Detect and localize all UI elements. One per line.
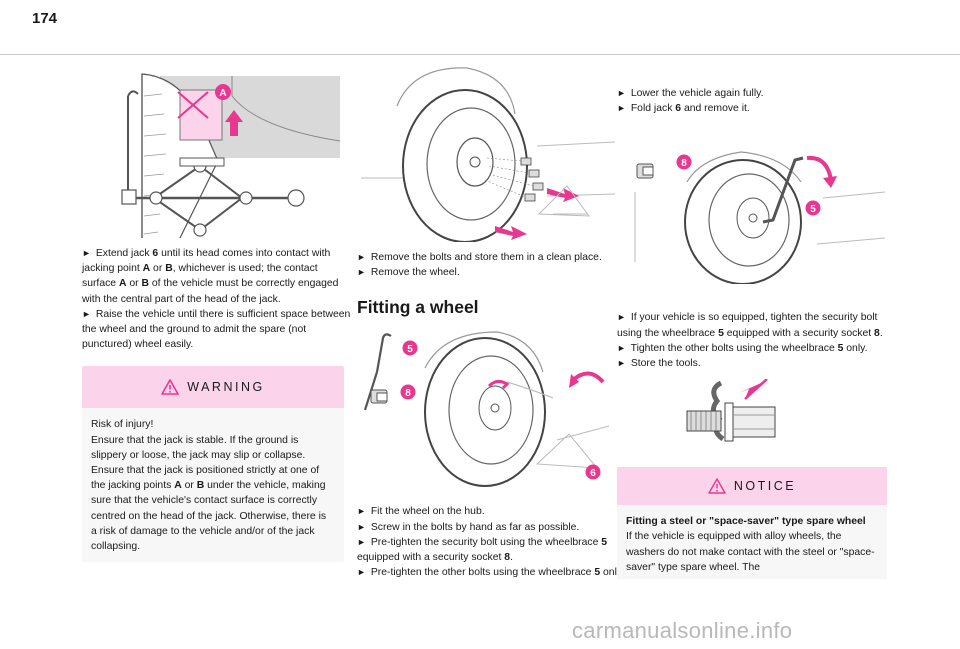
- instruction-pretighten-other: ► Pre-tighten the other bolts using the …: [357, 567, 625, 579]
- jack-under-car-illustration: A: [121, 73, 341, 238]
- instruction-remove-bolts: ► Remove the bolts and store them in a c…: [357, 252, 602, 263]
- instruction-lower-vehicle: ► Lower the vehicle again fully.: [617, 88, 764, 99]
- security-bolt-illustration: [686, 379, 776, 442]
- right-instructions-2: ► If your vehicle is so equipped, tighte…: [617, 310, 887, 371]
- left-instructions: ► Extend jack 6 until its head comes int…: [82, 246, 354, 352]
- fitting-wheel-illustration: 5 8 6: [363, 331, 610, 488]
- notice-header: NOTICE: [617, 467, 887, 506]
- instruction-extend-jack: ► Extend jack 6 until its head comes int…: [82, 248, 339, 305]
- warning-line: Ensure that the jack is stable. If the g…: [91, 434, 306, 461]
- figure-label-5: 5: [407, 344, 413, 355]
- instruction-fit-wheel: ► Fit the wheel on the hub.: [357, 506, 485, 518]
- figure-label-6: 6: [590, 468, 596, 479]
- warning-triangle-icon: [708, 478, 726, 494]
- warning-box: WARNING Risk of injury! Ensure that the …: [82, 366, 344, 563]
- instruction-fold-jack: ► Fold jack 6 and remove it.: [617, 103, 750, 115]
- instruction-tighten-other: ► Tighten the other bolts using the whee…: [617, 342, 868, 354]
- instruction-pretighten-security: ► Pre-tighten the security bolt using th…: [357, 536, 608, 564]
- instruction-remove-wheel: ► Remove the wheel.: [357, 267, 460, 279]
- figure-label-8: 8: [405, 388, 411, 399]
- section-heading: Fitting a wheel: [357, 297, 479, 318]
- notice-body: Fitting a steel or "space-saver" type sp…: [617, 505, 887, 579]
- left-column: A ► Extend jack 6 until its head comes i…: [82, 66, 354, 563]
- warning-body: Risk of injury! Ensure that the jack is …: [82, 408, 344, 562]
- instruction-screw-bolts: ► Screw in the bolts by hand as far as p…: [357, 521, 580, 533]
- warning-title: WARNING: [187, 380, 265, 395]
- notice-title: NOTICE: [733, 479, 797, 494]
- right-instructions: ► Lower the vehicle again fully. ► Fold …: [617, 86, 887, 116]
- figure-label-5: 5: [810, 204, 816, 215]
- header-rule: [0, 54, 960, 55]
- middle-column: ► Remove the bolts and store them in a c…: [357, 66, 629, 580]
- notice-box: NOTICE Fitting a steel or "space-saver" …: [617, 467, 887, 580]
- instruction-raise-vehicle: ► Raise the vehicle until there is suffi…: [82, 308, 351, 351]
- warning-triangle-icon: [161, 379, 180, 396]
- notice-heading: Fitting a steel or "space-saver" type sp…: [626, 516, 866, 528]
- right-column: ► Lower the vehicle again fully. ► Fold …: [617, 86, 887, 580]
- figure-label-A: A: [219, 88, 226, 99]
- warning-line: Risk of injury!: [91, 419, 154, 431]
- watermark: carmanualsonline.info: [572, 618, 793, 643]
- instruction-store-tools: ► Store the tools.: [617, 358, 701, 370]
- notice-text: If the vehicle is equipped with alloy wh…: [626, 531, 875, 573]
- instruction-tighten-security: ► If your vehicle is so equipped, tighte…: [617, 312, 883, 339]
- middle-instructions: ► Remove the bolts and store them in a c…: [357, 250, 629, 280]
- warning-header: WARNING: [82, 366, 344, 409]
- warning-line: Ensure that the jack is positioned stric…: [91, 465, 327, 553]
- remove-bolts-illustration: [361, 67, 616, 242]
- middle-instructions-2: ► Fit the wheel on the hub. ► Screw in t…: [357, 504, 629, 580]
- tighten-bolts-illustration: 8 5: [634, 151, 886, 285]
- page-number: 174: [32, 10, 58, 27]
- figure-label-8: 8: [681, 158, 687, 169]
